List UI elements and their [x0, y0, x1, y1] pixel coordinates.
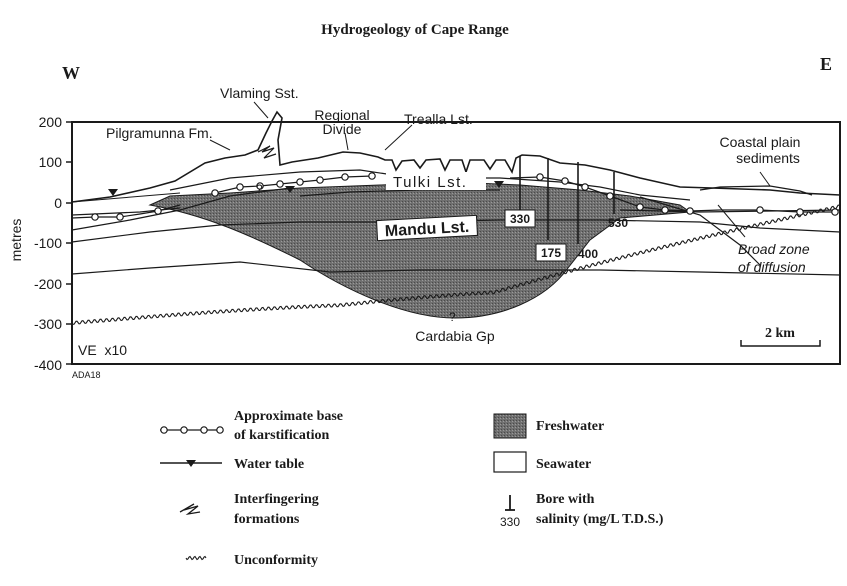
legend-seawater-label: Seawater: [536, 457, 591, 472]
y-axis-ticks: 200 100 0 -100 -200 -300 -400: [34, 114, 62, 373]
ve-label: VE x10: [78, 342, 127, 358]
karst-base-west: [71, 204, 181, 219]
query-mark-2: ?: [449, 310, 456, 324]
legend-freshwater-swatch: [493, 413, 527, 439]
label-regional-1: Regional: [314, 107, 369, 123]
karst-circle: [316, 176, 324, 184]
ground-surface: [71, 110, 841, 203]
page-title: Hydrogeology of Cape Range: [321, 22, 509, 38]
label-broad-zone-2: of diffusion: [738, 259, 806, 275]
tick-neg100: -100: [34, 235, 62, 251]
karst-circle: [236, 183, 244, 191]
karst-circle: [256, 182, 264, 190]
karst-circle: [91, 213, 99, 221]
scale-bar-label: 2 km: [765, 326, 795, 341]
karst-circle: [661, 206, 669, 214]
karst-circle: [341, 173, 349, 181]
coastal-plain-surface: [699, 185, 813, 196]
legend-bore-label-1: Bore with: [536, 492, 595, 507]
water-table-line: [71, 192, 181, 203]
label-coastal-2: sediments: [736, 150, 800, 166]
legend-water-table-icon: [186, 460, 196, 467]
karst-circle: [116, 213, 124, 221]
legend-freshwater-label: Freshwater: [536, 419, 604, 434]
karst-circle: [756, 206, 764, 214]
karst-circle: [276, 180, 284, 188]
karst-circle: [686, 207, 694, 215]
karst-circle: [581, 183, 589, 191]
mandu-label-box: [376, 214, 478, 242]
section-frame: [71, 121, 841, 365]
y-axis-tick-marks: [66, 121, 72, 365]
y-axis-label: metres: [8, 219, 24, 262]
legend-water-table-label: Water table: [234, 457, 304, 472]
tulki-label-bg: [386, 172, 486, 190]
karst-circle: [796, 208, 804, 216]
karst-base-east: [509, 176, 835, 213]
tick-neg300: -300: [34, 316, 62, 332]
figure-code: ADA18: [72, 370, 101, 380]
interfingering-mark: [257, 145, 277, 159]
label-tulki: Tulki Lst.: [393, 174, 467, 191]
legend-karst-label-1: Approximate base: [234, 409, 343, 424]
legend-interfinger-label-2: formations: [234, 512, 300, 527]
label-broad-zone-1: Broad zone: [738, 241, 810, 257]
legend-interfinger-icon: [179, 503, 201, 516]
bore-330: 330: [510, 212, 530, 226]
label-pilgramunna: Pilgramunna Fm.: [106, 125, 213, 141]
water-table-markers: [108, 181, 504, 196]
karst-circle: [831, 208, 839, 216]
west-label: W: [62, 63, 80, 83]
bore-175: 175: [541, 246, 561, 260]
tick-neg200: -200: [34, 276, 62, 292]
bore-lines: [519, 156, 615, 244]
karst-circle: [536, 173, 544, 181]
karst-circle: [211, 189, 219, 197]
tick-100: 100: [39, 154, 63, 170]
karst-circle: [154, 207, 162, 215]
label-regional-2: Divide: [323, 121, 362, 137]
label-leaders: [209, 101, 771, 238]
legend-unconformity-icon: [185, 555, 207, 561]
legend-karst-label-2: of karstification: [234, 428, 329, 443]
tick-neg400: -400: [34, 357, 62, 373]
legend-unconformity-label: Unconformity: [234, 553, 318, 568]
karst-circle: [636, 203, 644, 211]
legend: Approximate base of karstification Water…: [160, 409, 664, 568]
tick-200: 200: [39, 114, 63, 130]
bore-400: 400: [578, 247, 598, 261]
bore-530: 530: [608, 216, 628, 230]
label-mandu: Mandu Lst.: [384, 219, 469, 240]
legend-bore-icon: [505, 495, 515, 511]
legend-bore-label-2: salinity (mg/L T.D.S.): [536, 512, 664, 527]
bore-labels: 330 175 400 530: [504, 209, 628, 262]
karst-circle: [368, 172, 376, 180]
unconformity-line: [71, 204, 841, 325]
legend-seawater-swatch: [493, 451, 527, 473]
tick-0: 0: [54, 195, 62, 211]
label-vlaming: Vlaming Sst.: [220, 85, 299, 101]
legend-karst-circles: [160, 426, 224, 434]
legend-bore-value: 330: [500, 515, 520, 529]
east-label: E: [820, 54, 832, 74]
karst-circle: [606, 192, 614, 200]
karst-circle: [561, 177, 569, 185]
karst-circle: [296, 178, 304, 186]
scale-bar: [740, 340, 821, 347]
label-trealla: Trealla Lst.: [404, 111, 473, 127]
label-coastal-1: Coastal plain: [720, 134, 801, 150]
label-cardabia: Cardabia Gp: [415, 328, 495, 344]
karst-circles: [91, 172, 839, 221]
legend-interfinger-label-1: Interfingering: [234, 492, 319, 507]
query-mark-1: ?: [256, 182, 263, 196]
